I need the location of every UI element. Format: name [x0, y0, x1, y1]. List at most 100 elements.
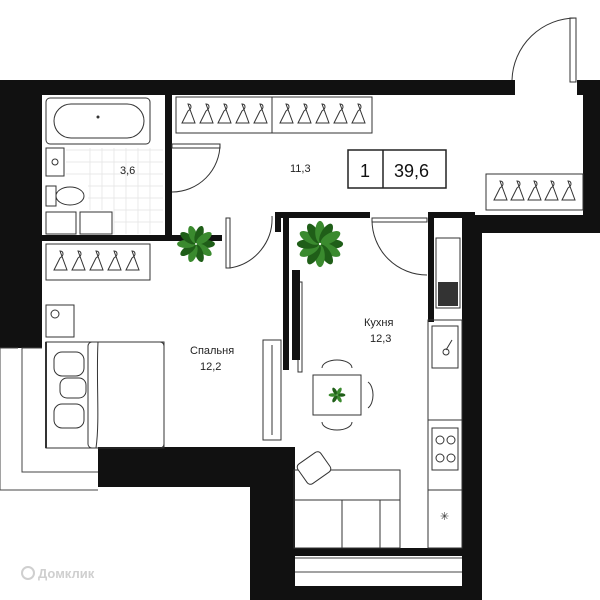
plant-leaf: [332, 387, 338, 395]
sink: [431, 325, 459, 369]
wall-bed-kitchen: [283, 218, 289, 370]
hanger-icon: [235, 103, 250, 124]
plant-leaf: [337, 393, 346, 397]
bedroom-shelf: [262, 339, 282, 441]
wall-bath-right: [165, 95, 172, 235]
hanger-icon: [71, 250, 86, 271]
total-area: 39,6: [394, 161, 429, 181]
hanger-icon: [199, 103, 214, 124]
bathroom-tiles: [66, 148, 163, 234]
kitchen: ✳ Кухня 12,3: [292, 237, 463, 549]
burner-1: [435, 435, 445, 445]
kitchen-window: [295, 557, 462, 573]
wall-kitchen-right: [428, 212, 434, 322]
bedroom-wardrobe: [45, 243, 151, 281]
plant-leaf: [180, 231, 196, 245]
plant-kitchen: [296, 220, 344, 268]
hanger-icon: [297, 103, 312, 124]
wall-bottom-mid: [250, 447, 295, 600]
washbasin: [45, 147, 65, 177]
bathroom-area: 3,6: [120, 165, 135, 177]
fridge-cabinet-inner: [438, 282, 458, 306]
hanger-icon: [544, 180, 559, 201]
hanger-icon: [181, 103, 196, 124]
snowflake-icon: ✳: [440, 510, 449, 523]
washbasin-drain: [51, 158, 59, 166]
hangers: [53, 103, 576, 271]
hanger-icon: [253, 103, 268, 124]
hanger-icon: [89, 250, 104, 271]
washing-machine: [45, 211, 77, 235]
plant-leaf: [196, 243, 212, 257]
hanger-icon: [315, 103, 330, 124]
stove: [431, 427, 459, 471]
sofa-back: [379, 499, 401, 549]
kitchen-door-leaf: [371, 217, 428, 223]
plant-leaf: [332, 395, 338, 403]
bathtub-drain: [96, 115, 100, 119]
chair-top: [321, 359, 353, 369]
bathroom-door-leaf: [171, 143, 221, 149]
rooms-count: 1: [360, 161, 370, 181]
info-box: [347, 149, 447, 189]
hanger-icon: [107, 250, 122, 271]
burner-3: [435, 453, 445, 463]
bath-cabinet: [79, 211, 113, 235]
watermark-text: Домклик: [38, 566, 95, 581]
wall-hall-bottom3: [275, 212, 370, 218]
bathroom-door: [171, 143, 221, 193]
wall-right: [583, 80, 600, 215]
toilet-bowl: [55, 186, 85, 206]
sink-faucet: [445, 339, 453, 351]
pillow-3: [53, 403, 85, 429]
hanger-icon: [561, 180, 576, 201]
plant-leaf: [336, 395, 342, 403]
wardrobe-3: [485, 173, 584, 211]
hanger-icon: [510, 180, 525, 201]
door-leaf-top: [569, 17, 577, 83]
door-swing-top: [511, 17, 577, 81]
hallway-area: 11,3: [290, 163, 311, 175]
burner-4: [446, 453, 456, 463]
burner-2: [446, 435, 456, 445]
kitchen-area: 12,3: [370, 333, 391, 345]
kitchen-door-swing: [371, 219, 428, 276]
bathroom-door-swing: [171, 143, 221, 193]
toilet-tank: [45, 185, 57, 207]
kitchen-door: [371, 217, 428, 276]
plant-leaf: [336, 387, 342, 395]
wall-hall-bottom2: [275, 212, 281, 232]
wall-bottom-right2: [295, 586, 465, 600]
bedroom-door-swing: [229, 215, 273, 269]
nightstand: [45, 304, 75, 338]
hanger-icon: [217, 103, 232, 124]
bathtub: [45, 97, 151, 145]
wall-hall-bottom: [42, 235, 222, 241]
hanger-icon: [279, 103, 294, 124]
bedroom-name: Спальня: [190, 345, 234, 357]
hanger-icon: [527, 180, 542, 201]
kitchen-wall-stub: [292, 270, 300, 360]
bedroom-door-leaf: [225, 217, 231, 269]
nightstand-lamp: [50, 309, 60, 319]
bedroom-door: [225, 215, 273, 269]
fridge-cabinet: [435, 237, 461, 309]
pillow-2: [59, 377, 87, 399]
hanger-icon: [493, 180, 508, 201]
left-balcony: [0, 347, 98, 491]
sofa-cushion: [296, 451, 332, 485]
bedroom-area: 12,2: [200, 361, 221, 373]
bed-blanket-fold: [95, 341, 99, 449]
wall-hall-bottom4: [430, 212, 475, 218]
wall-left-upper: [0, 80, 42, 348]
plant-leaf: [196, 231, 212, 245]
hanger-icon: [333, 103, 348, 124]
plant-leaf: [320, 231, 341, 245]
bathroom: 3,6: [45, 97, 163, 235]
wall-top: [0, 80, 515, 95]
hanger-icon: [53, 250, 68, 271]
hanger-icon: [125, 250, 140, 271]
hanger-icon: [351, 103, 366, 124]
hallway: 11,3 1 39,6: [53, 96, 584, 271]
